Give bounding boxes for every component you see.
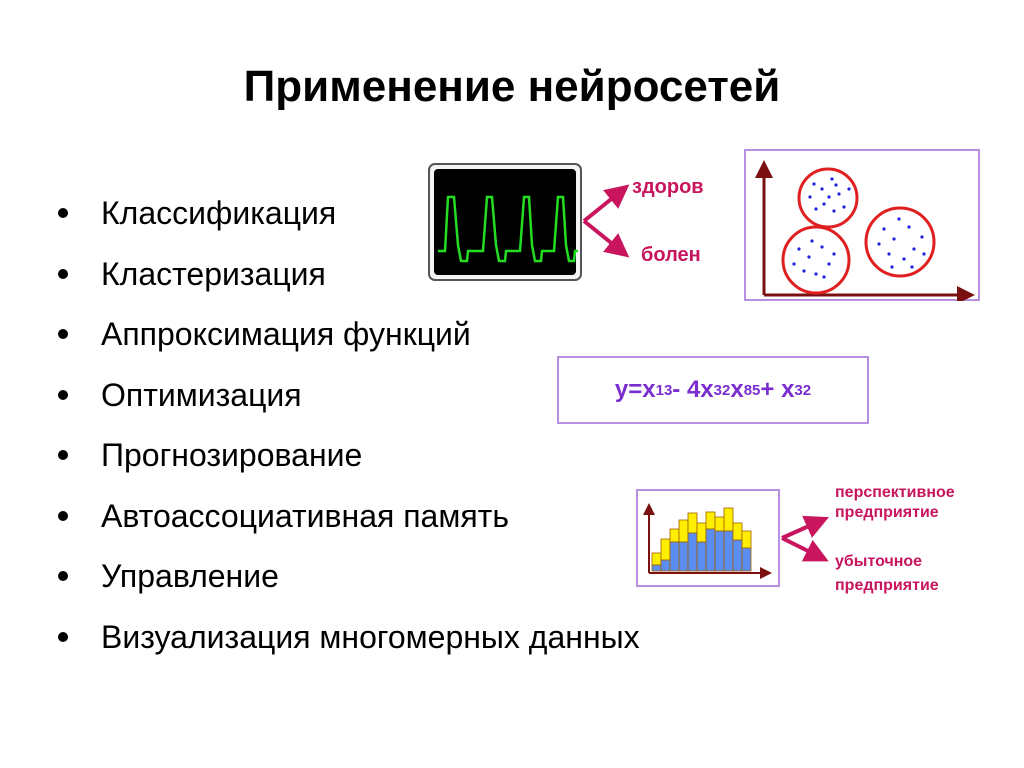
formula-sup: 5 [752, 381, 761, 399]
formula-sub: 1 [655, 381, 664, 399]
formula-text: x [642, 376, 656, 403]
bullet-item: Аппроксимация функций [58, 304, 640, 365]
bullet-text: Визуализация многомерных данных [101, 618, 640, 655]
bullet-dot-icon [58, 208, 68, 218]
split-arrow-icon [582, 184, 630, 258]
formula-sub: 8 [743, 381, 753, 399]
formula-sup: 2 [722, 381, 731, 399]
formula-text: + x [760, 376, 795, 403]
formula-sub: 3 [713, 381, 722, 399]
label-healthy: здоров [632, 176, 704, 198]
bullet-text: Управление [101, 558, 279, 594]
bullet-item: Прогнозирование [58, 425, 640, 486]
bullet-item: Кластеризация [58, 244, 640, 305]
forecast-chart-icon [636, 489, 780, 587]
bullet-text: Автоассоциативная память [101, 497, 509, 534]
formula-sup: 2 [802, 381, 812, 399]
label-sick: болен [641, 244, 701, 266]
bullet-item: Визуализация многомерных данных [58, 607, 640, 668]
formula-text: y [614, 376, 629, 403]
slide-title: Применение нейросетей [243, 62, 781, 111]
bullet-dot-icon [58, 571, 68, 581]
formula-sub: 3 [794, 381, 803, 399]
bullet-text: Оптимизация [101, 376, 302, 413]
bullet-dot-icon [58, 329, 68, 339]
label-promising-company: перспективное предприятие [835, 483, 955, 523]
bullet-item: Автоассоциативная память [58, 486, 640, 547]
label-line: убыточное [835, 553, 923, 570]
bullet-text: Аппроксимация функций [101, 316, 471, 352]
bullet-item: Оптимизация [58, 365, 640, 426]
formula-text: x [730, 376, 744, 403]
bullet-dot-icon [58, 389, 68, 400]
label-line: перспективное [835, 484, 955, 501]
bullet-dot-icon [58, 510, 68, 521]
bullet-text: Прогнозирование [101, 437, 363, 473]
bullet-item: Классификация [58, 183, 640, 244]
split-arrow-icon [781, 515, 829, 562]
bullet-text: Классификация [101, 195, 337, 231]
label-unprofitable-company: убыточное предприятие [835, 550, 939, 598]
bullet-dot-icon [58, 631, 68, 642]
formula-text: - 4x [672, 376, 714, 403]
bullet-list: Классификация Кластеризация Аппроксимаци… [58, 183, 640, 667]
bullet-dot-icon [58, 268, 68, 279]
formula-sup: 3 [663, 381, 673, 399]
bullet-item: Управление [58, 546, 640, 607]
bullet-text: Кластеризация [101, 255, 326, 292]
label-line: предприятие [835, 577, 939, 594]
label-line: предприятие [835, 504, 939, 521]
ecg-monitor-icon [428, 163, 582, 281]
formula-text: = [628, 376, 643, 403]
bullet-dot-icon [58, 450, 68, 460]
clustering-plot-icon [744, 149, 980, 301]
